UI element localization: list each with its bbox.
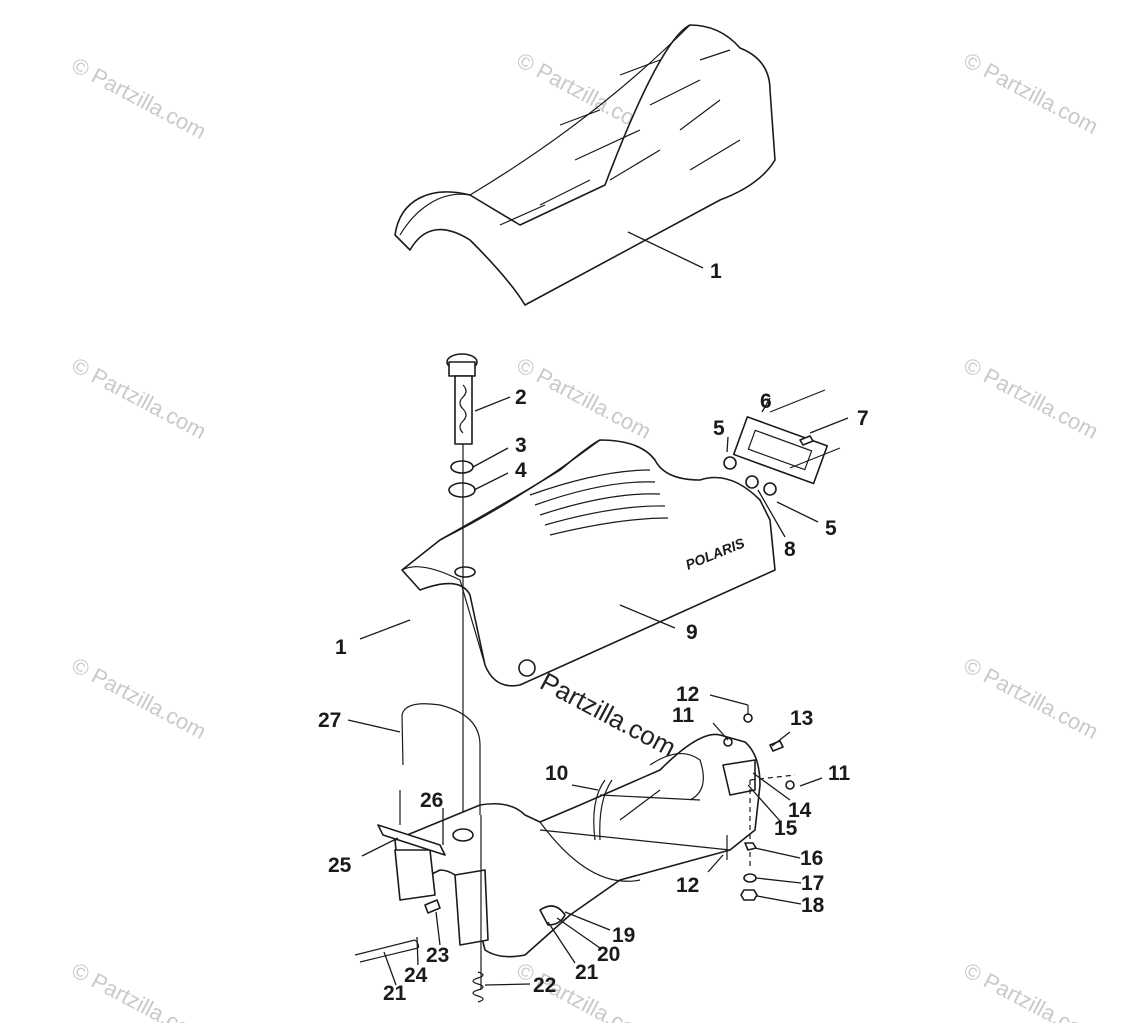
callout-21: 21 [575,961,599,984]
watermark: © Partzilla.com [960,352,1103,444]
callout-22: 22 [533,974,556,997]
callout-24: 24 [404,964,428,987]
callout-2: 2 [515,386,527,409]
callout-12: 12 [676,683,699,706]
callout-23: 23 [426,944,449,967]
watermark: © Partzilla.com [68,52,211,144]
callout-10: 10 [545,762,568,785]
callout-13: 13 [790,707,813,730]
watermark: © Partzilla.com [960,957,1103,1023]
callout-4: 4 [515,459,527,482]
watermark: © Partzilla.com [68,652,211,744]
callout-25: 25 [328,854,352,877]
callout-7: 7 [857,407,869,430]
leader-lines [347,231,849,986]
callout-15: 15 [774,817,798,840]
callout-3: 3 [515,434,527,457]
fuel-tank-illustration [354,733,761,963]
spring-illustration [472,971,484,1003]
mount-hardware-right [723,705,796,901]
callout-17: 17 [801,872,824,895]
seat-cushion-illustration [394,24,776,306]
watermark: © Partzilla.com [68,957,211,1023]
watermark: © Partzilla.com [960,47,1103,139]
watermark: © Partzilla.com [513,352,656,444]
callout-21: 21 [383,982,407,1005]
rear-mount-hardware [723,389,841,496]
callout-11: 11 [828,762,851,785]
fuel-gauge-wire [399,703,482,990]
callout-12: 12 [676,874,699,897]
callout-6: 6 [760,390,772,413]
callout-5: 5 [713,417,725,440]
callout-26: 26 [420,789,443,812]
callout-1: 1 [335,636,347,659]
callout-1: 1 [710,260,722,283]
callout-14: 14 [788,799,812,822]
watermark: © Partzilla.com [68,352,211,444]
callout-5: 5 [825,517,837,540]
fuel-cap-assembly [446,353,478,835]
watermark: © Partzilla.com [960,652,1103,744]
seat-base-illustration: POLARIS [401,439,776,687]
callout-11: 11 [672,704,695,727]
callout-16: 16 [800,847,823,870]
callout-9: 9 [686,621,698,644]
callout-18: 18 [801,894,825,917]
callout-19: 19 [612,924,635,947]
callouts: 1 2 3 4 5 6 7 5 8 9 1 27 12 11 13 11 10 … [318,260,869,1005]
callout-20: 20 [597,943,620,966]
callout-8: 8 [784,538,796,561]
callout-27: 27 [318,709,341,732]
